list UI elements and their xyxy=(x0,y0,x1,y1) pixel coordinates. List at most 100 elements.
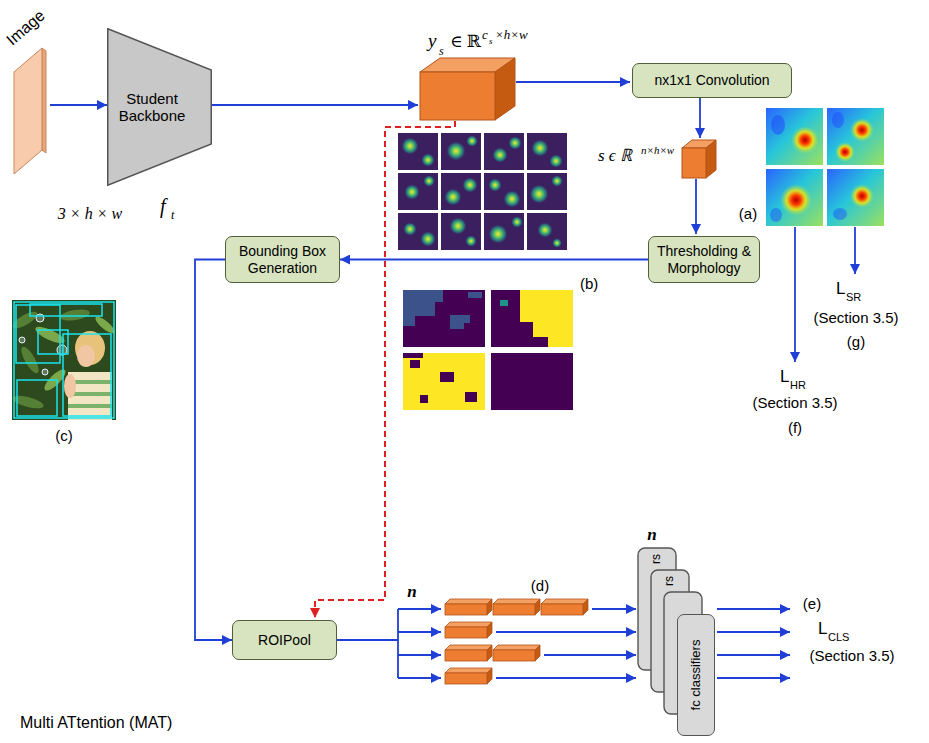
backbone-trapezoid: Student Backbone xyxy=(107,28,212,186)
activation-blob xyxy=(488,178,502,192)
loss-subscript: HR xyxy=(790,379,806,391)
count-label: n xyxy=(647,526,656,545)
heatmap xyxy=(766,169,823,226)
activation-map xyxy=(484,173,524,210)
loss-arrow xyxy=(854,227,856,274)
dress-stripe xyxy=(68,404,112,408)
activation-blob xyxy=(421,153,435,167)
flow-arrow xyxy=(398,677,441,679)
section-reference: (Section 3.5) xyxy=(809,648,894,665)
bounding-box xyxy=(63,334,111,416)
callout-label: (c) xyxy=(55,428,73,445)
activation-map xyxy=(527,213,567,250)
cube-front xyxy=(420,72,495,120)
mask-region xyxy=(403,290,443,326)
node-text: nx1x1 Convolution xyxy=(650,72,773,88)
feature-dashed-arrow xyxy=(315,121,455,618)
feature-block xyxy=(493,645,540,661)
flow-arrow xyxy=(496,631,636,633)
process-box: ROIPool xyxy=(232,620,337,660)
flow-wire xyxy=(397,609,399,678)
slab-front xyxy=(14,48,42,174)
card-text-fragment: rs xyxy=(650,554,663,564)
activation-map xyxy=(398,213,438,250)
activation-blob xyxy=(503,190,521,208)
bubble xyxy=(36,314,44,322)
callout-label: (e) xyxy=(803,596,821,613)
feature-block xyxy=(445,668,492,684)
classifier-card: fc classifiers xyxy=(677,614,715,736)
heatmap-hotspot xyxy=(791,126,819,154)
mask xyxy=(491,353,573,410)
heatmap-hotspot xyxy=(780,184,812,216)
mask xyxy=(403,290,485,347)
heatmap-patch xyxy=(771,115,785,135)
heatmap xyxy=(827,169,884,226)
activation-blob xyxy=(465,235,477,247)
activation-blob xyxy=(462,177,478,193)
flow-connector xyxy=(340,259,648,261)
activation-map xyxy=(484,213,524,250)
callout-label: (a) xyxy=(739,206,757,223)
activation-map xyxy=(441,133,481,170)
math-superscript: c xyxy=(482,28,488,42)
activation-map xyxy=(484,133,524,170)
heatmap-patch xyxy=(832,112,844,128)
mask xyxy=(491,290,573,347)
count-label: n xyxy=(407,583,416,602)
math-symbol: f xyxy=(160,195,166,217)
arm xyxy=(64,374,76,398)
math-superscript: n×h×w xyxy=(641,144,674,156)
flow-arrow xyxy=(516,81,630,83)
flow-arrow xyxy=(699,98,701,138)
activation-blob xyxy=(420,231,436,247)
callout-label: (b) xyxy=(580,276,598,293)
activation-blob xyxy=(446,141,466,161)
math-symbol: s ϵ ℝ xyxy=(598,147,632,166)
process-box: Thresholding & Morphology xyxy=(648,236,760,283)
activation-blob xyxy=(401,137,419,155)
flow-arrow xyxy=(695,179,697,234)
leaf xyxy=(10,309,39,332)
node-text: Student Backbone xyxy=(109,90,195,125)
face xyxy=(77,345,95,367)
flow-arrow xyxy=(398,631,441,633)
node-text: fc classifiers xyxy=(689,640,704,711)
callout-label: (f) xyxy=(788,420,802,437)
feature-block xyxy=(445,599,492,615)
feature-block xyxy=(541,599,588,615)
section-reference: (Section 3.5) xyxy=(752,395,837,412)
heatmap-hotspot xyxy=(850,184,874,208)
activation-map xyxy=(441,213,481,250)
activation-blob xyxy=(423,175,435,187)
activation-blob xyxy=(511,216,523,228)
activation-blob xyxy=(449,217,467,235)
leaf xyxy=(93,314,117,336)
activation-map xyxy=(398,133,438,170)
heatmap-hotspot xyxy=(850,118,874,142)
activation-map xyxy=(527,173,567,210)
activation-blob xyxy=(549,154,563,168)
activation-blob xyxy=(488,224,508,244)
flow-arrow xyxy=(212,104,418,106)
callout-label: (d) xyxy=(531,578,549,595)
loss-symbol: L xyxy=(836,280,845,299)
trapezoid-shape xyxy=(108,29,212,186)
mask-region xyxy=(520,290,573,347)
process-box: Bounding Box Generation xyxy=(225,236,340,283)
mask-region xyxy=(468,292,482,298)
mask-region xyxy=(450,315,470,329)
mask-region xyxy=(403,353,477,403)
flow-arrow xyxy=(544,654,636,656)
activation-blob xyxy=(466,135,478,147)
input-image: Image xyxy=(6,6,50,176)
output-arrow xyxy=(717,677,790,679)
binary-masks xyxy=(403,290,573,410)
activation-blob xyxy=(551,175,563,187)
loss-subscript: SR xyxy=(846,291,861,303)
flow-arrow xyxy=(496,677,636,679)
cube-front xyxy=(682,148,706,178)
output-arrow xyxy=(717,608,790,610)
process-box: nx1x1 Convolution xyxy=(632,63,792,98)
node-text: Thresholding & Morphology xyxy=(649,243,759,275)
